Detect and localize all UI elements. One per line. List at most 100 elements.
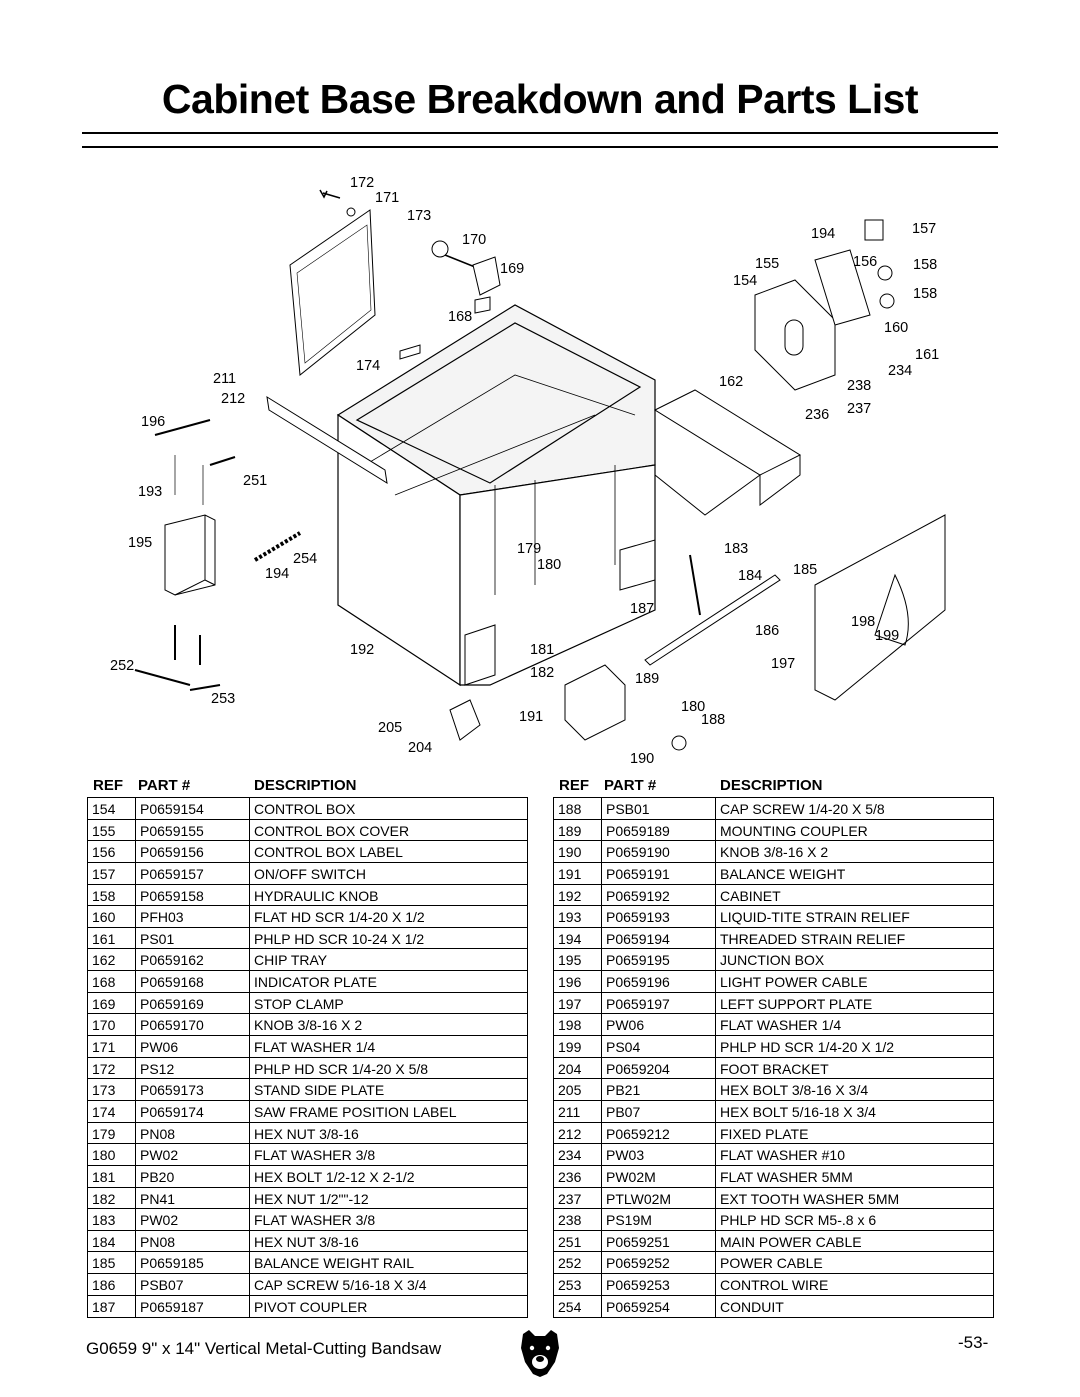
description-cell: CONTROL BOX	[254, 801, 356, 817]
switch-157	[864, 219, 884, 241]
lbl-173: 173	[407, 208, 431, 224]
indicator-plate-168	[474, 296, 491, 314]
ref-cell: 194	[554, 927, 602, 949]
description-cell: INDICATOR PLATE	[254, 974, 377, 991]
part-number-cell: PW02M	[602, 1165, 716, 1187]
description-cell: LIQUID-TITE STRAIN RELIEF	[720, 909, 910, 926]
ref-cell: 196	[554, 971, 602, 992]
description-cell: CAP SCREW 5/16-18 X 3/4	[254, 1277, 427, 1294]
cable-252	[134, 625, 191, 686]
lbl-184: 184	[738, 568, 762, 584]
ref-cell: 187	[88, 1295, 136, 1318]
lbl-211: 211	[213, 371, 236, 387]
lbl-254: 254	[293, 551, 317, 567]
lbl-157: 157	[912, 221, 936, 237]
description-cell: PIVOT COUPLER	[254, 1298, 368, 1315]
part-number-cell: PTLW02M	[602, 1187, 716, 1209]
wire-253	[189, 635, 221, 691]
description-cell: PHLP HD SCR 10-24 X 1/2	[254, 930, 425, 947]
lbl-179: 179	[517, 541, 541, 557]
ref-cell: 212	[554, 1122, 602, 1144]
description-cell: FLAT HD SCR 1/4-20 X 1/2	[254, 909, 425, 926]
lbl-185: 185	[793, 562, 817, 578]
ref-cell: 190	[554, 841, 602, 862]
lbl-161: 161	[915, 347, 939, 363]
part-number-cell: P0659189	[602, 819, 716, 841]
ref-cell: 237	[554, 1187, 602, 1209]
lbl-238: 238	[847, 378, 871, 394]
part-number-cell: PW03	[602, 1144, 716, 1165]
description-cell: ON/OFF SWITCH	[254, 865, 366, 882]
description-cell: LIGHT POWER CABLE	[720, 974, 868, 991]
pivot-coupler-187	[689, 554, 701, 616]
description-cell: HYDRAULIC KNOB	[254, 887, 379, 904]
description-cell: CONTROL BOX COVER	[254, 822, 410, 839]
lbl-252: 252	[110, 658, 134, 674]
lbl-196: 196	[141, 414, 165, 430]
description-cell: MAIN POWER CABLE	[720, 1233, 862, 1250]
cabinet-foot-right	[619, 539, 656, 591]
description-cell: PHLP HD SCR 1/4-20 X 1/2	[720, 1039, 895, 1056]
description-cell: STOP CLAMP	[254, 995, 344, 1012]
lbl-237: 237	[847, 401, 871, 417]
part-number-cell: PS01	[136, 927, 250, 949]
ref-cell: 179	[88, 1122, 136, 1144]
ref-cell: 160	[88, 906, 136, 927]
ref-cell: 199	[554, 1036, 602, 1057]
part-number-cell: P0659251	[602, 1230, 716, 1252]
ref-cell: 181	[88, 1165, 136, 1187]
description-cell: MOUNTING COUPLER	[720, 822, 868, 839]
part-number-cell: PS19M	[602, 1209, 716, 1230]
diagram-svg: 172 171 173 170 169 168 174 211 212 196 …	[110, 175, 946, 767]
ref-cell: 253	[554, 1274, 602, 1295]
lbl-192: 192	[350, 642, 374, 658]
ref-cell: 171	[88, 1036, 136, 1057]
lbl-180b: 180	[681, 699, 705, 715]
description-cell: POWER CABLE	[720, 1255, 823, 1272]
description-cell: PHLP HD SCR 1/4-20 X 5/8	[254, 1060, 429, 1077]
ref-cell: 158	[88, 884, 136, 906]
part-number-cell: P0659194	[602, 927, 716, 949]
ref-cell: 156	[88, 841, 136, 862]
header-description: DESCRIPTION	[254, 777, 357, 794]
description-cell: SAW FRAME POSITION LABEL	[254, 1103, 457, 1120]
part-number-cell: P0659212	[602, 1122, 716, 1144]
ref-cell: 193	[554, 906, 602, 927]
lbl-191: 191	[519, 709, 543, 725]
description-cell: FLAT WASHER 1/4	[720, 1017, 842, 1034]
part-number-cell: PFH03	[136, 906, 250, 927]
ref-cell: 211	[554, 1100, 602, 1122]
description-cell: CHIP TRAY	[254, 952, 328, 969]
ref-cell: 236	[554, 1165, 602, 1187]
ref-cell: 197	[554, 992, 602, 1014]
ref-cell: 173	[88, 1079, 136, 1100]
label-174	[399, 344, 421, 360]
part-number-cell: P0659162	[136, 949, 250, 971]
part-number-cell: PB07	[602, 1100, 716, 1122]
lbl-160: 160	[884, 320, 908, 336]
ref-cell: 182	[88, 1187, 136, 1209]
part-number-cell: PW06	[602, 1014, 716, 1036]
knob-190	[671, 735, 687, 751]
part-number-cell: PN08	[136, 1230, 250, 1252]
lbl-158a: 158	[913, 257, 937, 273]
description-cell: CONTROL WIRE	[720, 1277, 829, 1294]
part-number-cell: P0659252	[602, 1252, 716, 1274]
lbl-180a: 180	[537, 557, 561, 573]
part-number-cell: PS04	[602, 1036, 716, 1057]
ref-cell: 161	[88, 927, 136, 949]
